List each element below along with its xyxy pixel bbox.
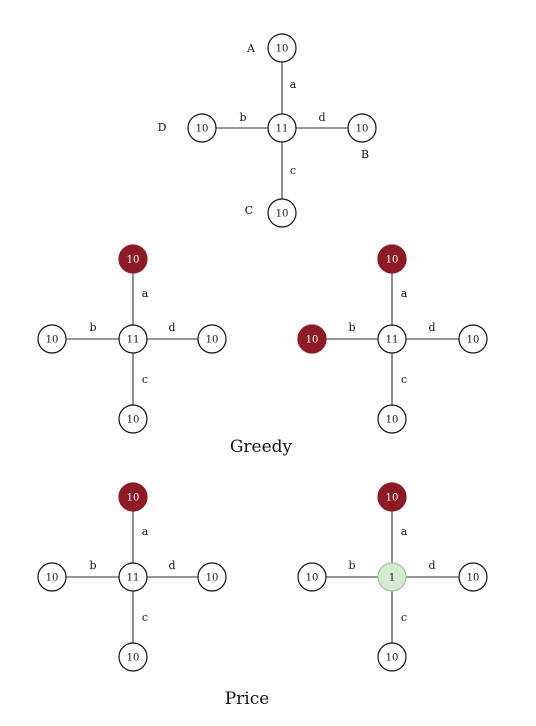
node-d-value: 10: [306, 335, 319, 346]
greedy-left-graph: 10 11 10 10 10 a b d c: [37, 244, 227, 434]
node-center-value: 11: [127, 335, 140, 346]
price-left-graph: 10 11 10 10 10 a b d c: [37, 482, 227, 672]
node-a-selected: [118, 244, 148, 274]
edge-label-d: d: [318, 111, 325, 124]
edge-label-a: a: [142, 525, 149, 538]
node-b: [347, 113, 377, 143]
node-d: [187, 113, 217, 143]
node-center: [118, 562, 148, 592]
vertex-label-b: B: [361, 148, 369, 161]
edge-label-b: b: [239, 111, 246, 124]
edge-label-b: b: [89, 321, 96, 334]
node-center-value: 1: [389, 573, 395, 584]
node-d-value: 10: [196, 124, 209, 135]
edge-label-d: d: [428, 321, 435, 334]
node-a-value: 10: [276, 44, 289, 55]
node-b-value: 10: [467, 335, 480, 346]
node-d: [37, 562, 67, 592]
node-center-value: 11: [127, 573, 140, 584]
node-a-value: 10: [386, 493, 399, 504]
edge-label-b: b: [348, 321, 355, 334]
edge-label-c: c: [290, 164, 296, 177]
edge-label-d: d: [168, 321, 175, 334]
node-b: [197, 324, 227, 354]
node-c-value: 10: [276, 209, 289, 220]
node-a-selected: [377, 244, 407, 274]
vertex-label-c: C: [245, 204, 253, 217]
node-a-value: 10: [127, 493, 140, 504]
node-center: [118, 324, 148, 354]
node-a-selected: [377, 482, 407, 512]
price-right-graph: 10 1 10 10 10 a b d c: [297, 482, 488, 672]
edge-label-d: d: [168, 559, 175, 572]
node-d: [37, 324, 67, 354]
top-graph: 10 11 10 10 10 A D B C a b d c: [158, 33, 377, 228]
node-c-value: 10: [386, 415, 399, 426]
node-d-selected: [297, 324, 327, 354]
node-b-value: 10: [356, 124, 369, 135]
edge-label-a: a: [142, 287, 149, 300]
node-center-highlighted: [377, 562, 407, 592]
node-d-value: 10: [46, 335, 59, 346]
node-d: [297, 562, 327, 592]
node-d-value: 10: [306, 573, 319, 584]
node-a-value: 10: [386, 255, 399, 266]
node-b-value: 10: [206, 573, 219, 584]
node-b-value: 10: [467, 573, 480, 584]
edge-label-a: a: [290, 78, 297, 91]
greedy-right-graph: 10 11 10 10 10 a b d c: [297, 244, 488, 434]
node-a-selected: [118, 482, 148, 512]
node-c: [118, 642, 148, 672]
edge-label-a: a: [401, 287, 408, 300]
node-center-value: 11: [276, 124, 289, 135]
node-b: [197, 562, 227, 592]
node-c-value: 10: [386, 653, 399, 664]
node-a: [267, 33, 297, 63]
node-c-value: 10: [127, 415, 140, 426]
node-center-value: 11: [386, 335, 399, 346]
edge-label-c: c: [401, 373, 407, 386]
edge-label-b: b: [348, 559, 355, 572]
node-center: [377, 324, 407, 354]
vertex-label-d: D: [158, 121, 167, 134]
node-d-value: 10: [46, 573, 59, 584]
node-c: [377, 404, 407, 434]
node-b: [458, 324, 488, 354]
node-b: [458, 562, 488, 592]
edge-label-a: a: [401, 525, 408, 538]
edge-label-c: c: [142, 611, 148, 624]
node-c: [118, 404, 148, 434]
node-center: [267, 113, 297, 143]
edge-label-d: d: [428, 559, 435, 572]
greedy-caption: Greedy: [230, 437, 293, 457]
node-c: [377, 642, 407, 672]
edge-label-b: b: [89, 559, 96, 572]
node-c: [267, 198, 297, 228]
node-c-value: 10: [127, 653, 140, 664]
node-a-value: 10: [127, 255, 140, 266]
node-b-value: 10: [206, 335, 219, 346]
price-caption: Price: [225, 689, 270, 709]
edge-label-c: c: [142, 373, 148, 386]
vertex-label-a: A: [246, 42, 256, 55]
edge-label-c: c: [401, 611, 407, 624]
